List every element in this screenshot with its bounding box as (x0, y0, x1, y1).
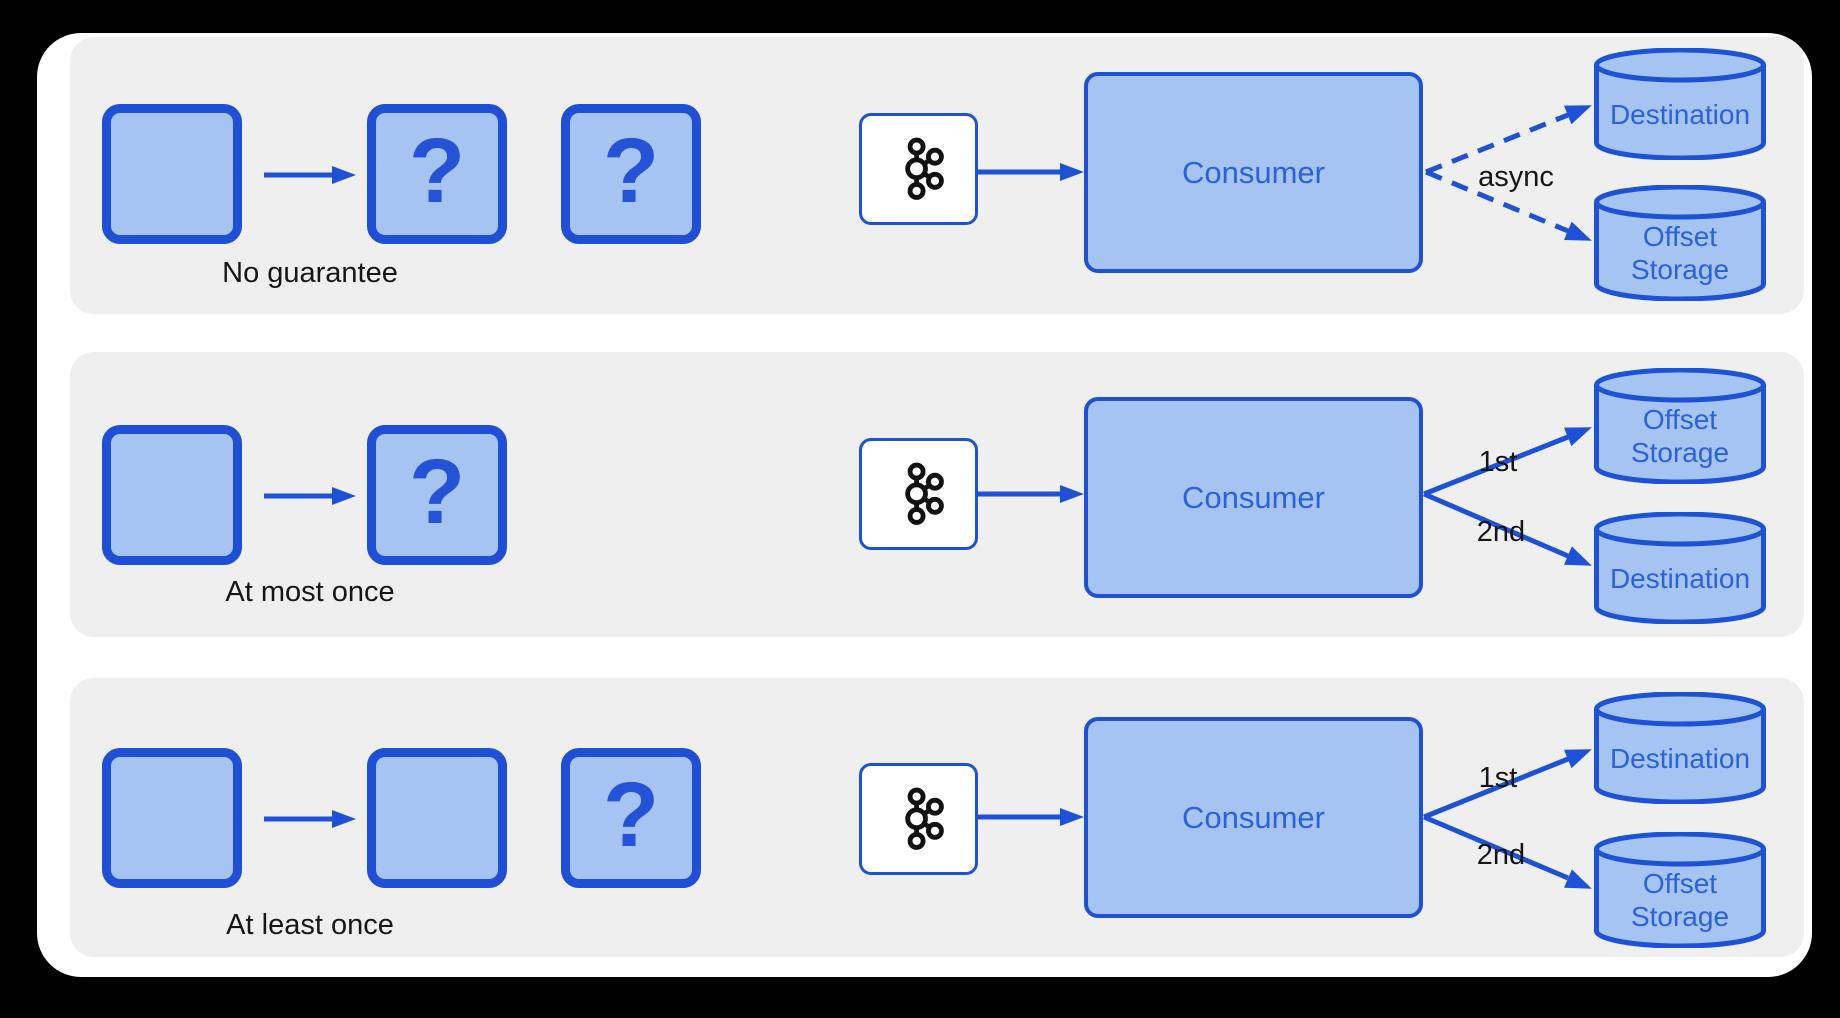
cylinder-label: Offset Storage (1630, 404, 1730, 468)
kafka-icon-box (859, 438, 978, 550)
first-write-label: 1st (1478, 762, 1518, 794)
row-caption: At least once (226, 909, 394, 941)
consumer-label: Consumer (1182, 799, 1325, 835)
cylinder-label: Offset Storage (1630, 868, 1730, 932)
offset-storage-cylinder: Offset Storage (1594, 832, 1766, 948)
kafka-logo-icon (904, 137, 944, 200)
destination-cylinder: Destination (1594, 512, 1766, 624)
square-mark: ? (602, 764, 660, 866)
cylinder-label: Offset Storage (1630, 221, 1730, 285)
square-mark: ? (408, 120, 466, 222)
question-square: ? (561, 104, 701, 244)
right-arrow-icon (264, 810, 356, 828)
second-write-label: 2nd (1476, 516, 1526, 548)
message-square (102, 425, 242, 565)
async-label: async (1478, 161, 1554, 193)
destination-cylinder: Destination (1594, 692, 1766, 804)
consumer-label: Consumer (1182, 154, 1325, 190)
cylinder-label: Destination (1609, 742, 1751, 774)
consumer-box: Consumer (1084, 72, 1423, 273)
row-caption: At most once (225, 576, 395, 608)
consumer-box: Consumer (1084, 397, 1423, 598)
kafka-to-consumer-arrow (978, 163, 1084, 181)
kafka-logo-icon (904, 787, 944, 850)
cylinder-label: Destination (1609, 98, 1751, 130)
kafka-to-consumer-arrow (978, 808, 1084, 826)
consumer-box: Consumer (1084, 717, 1423, 918)
destination-cylinder: Destination (1594, 48, 1766, 160)
cylinder-label: Destination (1609, 562, 1751, 594)
right-arrow-icon (264, 166, 356, 184)
offset-storage-cylinder: Offset Storage (1594, 185, 1766, 301)
square-mark: ? (408, 441, 466, 543)
question-square: ? (367, 104, 507, 244)
message-square (102, 748, 242, 888)
right-arrow-icon (264, 487, 356, 505)
kafka-icon-box (859, 113, 978, 225)
kafka-logo-icon (904, 462, 944, 525)
question-square: ? (367, 425, 507, 565)
branch-arrows (1423, 427, 1592, 566)
message-square (102, 104, 242, 244)
offset-storage-cylinder: Offset Storage (1594, 368, 1766, 484)
branch-arrows-dashed (1425, 105, 1592, 241)
square-mark: ? (602, 120, 660, 222)
row-caption: No guarantee (222, 257, 398, 289)
consumer-label: Consumer (1182, 479, 1325, 515)
first-write-label: 1st (1478, 446, 1518, 478)
question-square: ? (561, 748, 701, 888)
second-write-label: 2nd (1476, 839, 1526, 871)
kafka-to-consumer-arrow (978, 485, 1084, 503)
message-square (367, 748, 507, 888)
branch-arrows (1423, 749, 1592, 889)
kafka-icon-box (859, 763, 978, 875)
